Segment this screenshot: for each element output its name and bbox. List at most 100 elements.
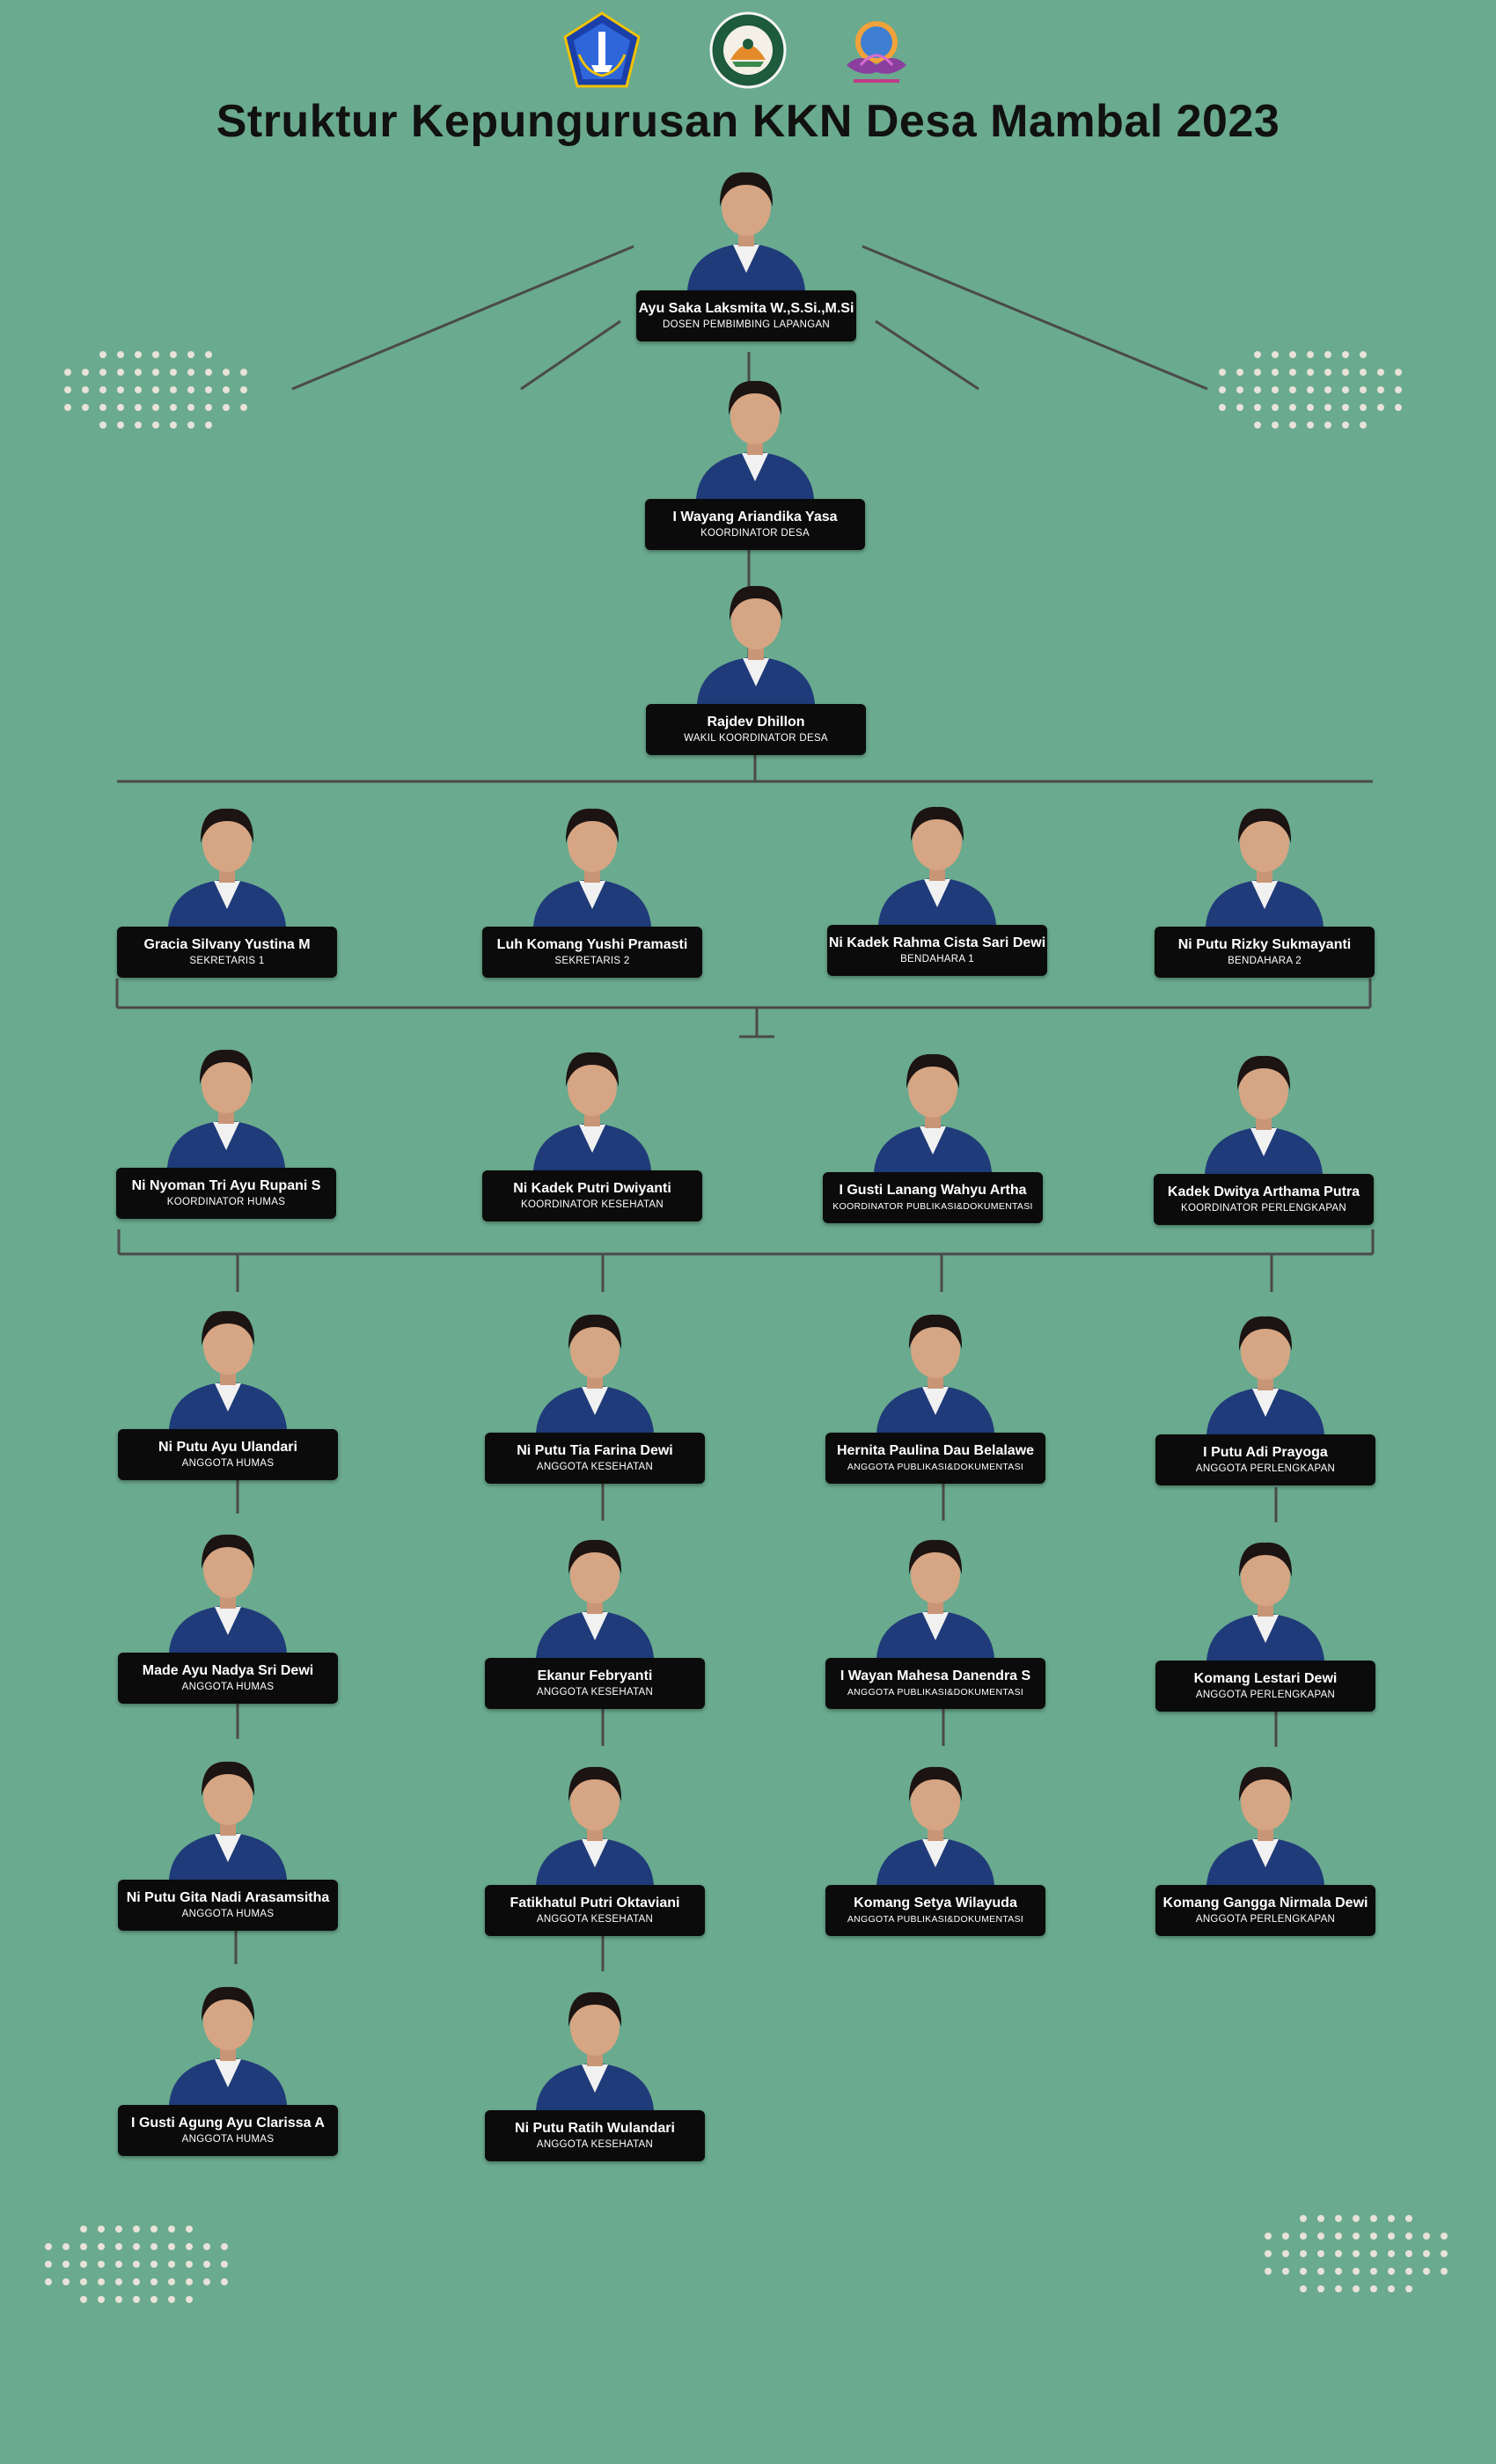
decorative-dot xyxy=(45,2261,52,2268)
member-role: ANGGOTA PERLENGKAPAN xyxy=(1195,1690,1336,1700)
member-role: KOORDINATOR PUBLIKASI&DOKUMENTASI xyxy=(832,1201,1033,1212)
decorative-dot xyxy=(1405,2268,1412,2275)
decorative-dot xyxy=(1405,2285,1412,2292)
decorative-dot xyxy=(1370,2285,1377,2292)
member-portrait xyxy=(1206,1316,1324,1434)
member-portrait xyxy=(168,808,286,927)
member-name: Ayu Saka Laksmita W.,S.Si.,M.Si xyxy=(638,301,854,316)
decorative-dot xyxy=(1254,351,1261,358)
decorative-dot xyxy=(64,369,71,376)
decorative-dot xyxy=(1377,386,1384,393)
decorative-dot xyxy=(1317,2285,1324,2292)
decorative-dot xyxy=(82,404,89,411)
decorative-dot xyxy=(1265,2268,1272,2275)
member-role: ANGGOTA HUMAS xyxy=(181,2134,275,2145)
decorative-dot xyxy=(117,422,124,429)
decorative-dot xyxy=(98,2278,105,2285)
decorative-dot xyxy=(1236,404,1243,411)
member-role: ANGGOTA HUMAS xyxy=(181,1682,275,1692)
member-role: ANGGOTA PUBLIKASI&DOKUMENTASI xyxy=(847,1687,1024,1698)
decorative-dot xyxy=(135,369,142,376)
decorative-dot xyxy=(98,2226,105,2233)
member-name: Ni Putu Ayu Ulandari xyxy=(158,1440,297,1455)
decorative-dot xyxy=(99,386,106,393)
decorative-dot xyxy=(1441,2250,1448,2257)
decorative-dot xyxy=(1307,386,1314,393)
member-portrait xyxy=(876,1314,994,1433)
decorative-dot xyxy=(135,386,142,393)
decorative-dot xyxy=(117,351,124,358)
decorative-dot xyxy=(1324,369,1331,376)
decorative-dot xyxy=(64,386,71,393)
decorative-dot xyxy=(133,2296,140,2303)
member-name: Fatikhatul Putri Oktaviani xyxy=(510,1896,680,1910)
decorative-dot xyxy=(1441,2268,1448,2275)
decorative-dot xyxy=(205,404,212,411)
member-portrait xyxy=(1205,1055,1323,1174)
decorative-dot xyxy=(1353,2268,1360,2275)
regency-shield-logo xyxy=(563,11,641,88)
kkn-program-logo xyxy=(709,11,787,89)
decorative-dot xyxy=(223,404,230,411)
university-lotus-logo xyxy=(847,21,906,83)
decorative-dot xyxy=(80,2261,87,2268)
decorative-dot xyxy=(205,386,212,393)
member-role: BENDAHARA 2 xyxy=(1228,956,1302,966)
decorative-dot xyxy=(1219,386,1226,393)
decorative-dot xyxy=(1254,404,1261,411)
decorative-dot xyxy=(98,2243,105,2250)
member-portrait xyxy=(169,1534,287,1653)
decorative-dot xyxy=(1300,2215,1307,2222)
decorative-dot xyxy=(80,2278,87,2285)
member-role: BENDAHARA 1 xyxy=(900,954,974,964)
member-portrait xyxy=(1206,808,1324,927)
decorative-dot xyxy=(115,2278,122,2285)
member-portrait xyxy=(536,1314,654,1433)
decorative-dot xyxy=(150,2243,158,2250)
decorative-dot xyxy=(1342,369,1349,376)
decorative-dot xyxy=(115,2243,122,2250)
member-name: Rajdev Dhillon xyxy=(707,715,805,730)
member-role: DOSEN PEMBIMBING LAPANGAN xyxy=(662,319,831,330)
member-name: Ni Putu Ratih Wulandari xyxy=(515,2121,675,2136)
member-name: Kadek Dwitya Arthama Putra xyxy=(1167,1184,1360,1199)
decorative-dot xyxy=(1282,2268,1289,2275)
decorative-dot xyxy=(221,2278,228,2285)
member-name: Ni Kadek Rahma Cista Sari Dewi xyxy=(828,935,1046,950)
decorative-dot xyxy=(1342,422,1349,429)
member-portrait xyxy=(169,1986,287,2105)
decorative-dot xyxy=(1395,404,1402,411)
decorative-dot xyxy=(240,369,247,376)
decorative-dot xyxy=(45,2278,52,2285)
decorative-dot xyxy=(186,2278,193,2285)
decorative-dot xyxy=(1441,2233,1448,2240)
decorative-dot xyxy=(150,2278,158,2285)
decorative-dot xyxy=(115,2261,122,2268)
decorative-dot xyxy=(80,2243,87,2250)
member-role: KOORDINATOR HUMAS xyxy=(166,1197,286,1207)
decorative-dot xyxy=(223,369,230,376)
member-name: I Gusti Agung Ayu Clarissa A xyxy=(131,2116,325,2130)
name-plate: I Gusti Agung Ayu Clarissa A ANGGOTA HUMA… xyxy=(118,2105,338,2156)
decorative-dot xyxy=(1324,404,1331,411)
member-portrait xyxy=(696,380,814,499)
decorative-dot xyxy=(170,369,177,376)
member-name: Ni Kadek Putri Dwiyanti xyxy=(513,1181,671,1196)
decorative-dot xyxy=(1395,386,1402,393)
decorative-dot xyxy=(168,2296,175,2303)
decorative-dot xyxy=(152,422,159,429)
